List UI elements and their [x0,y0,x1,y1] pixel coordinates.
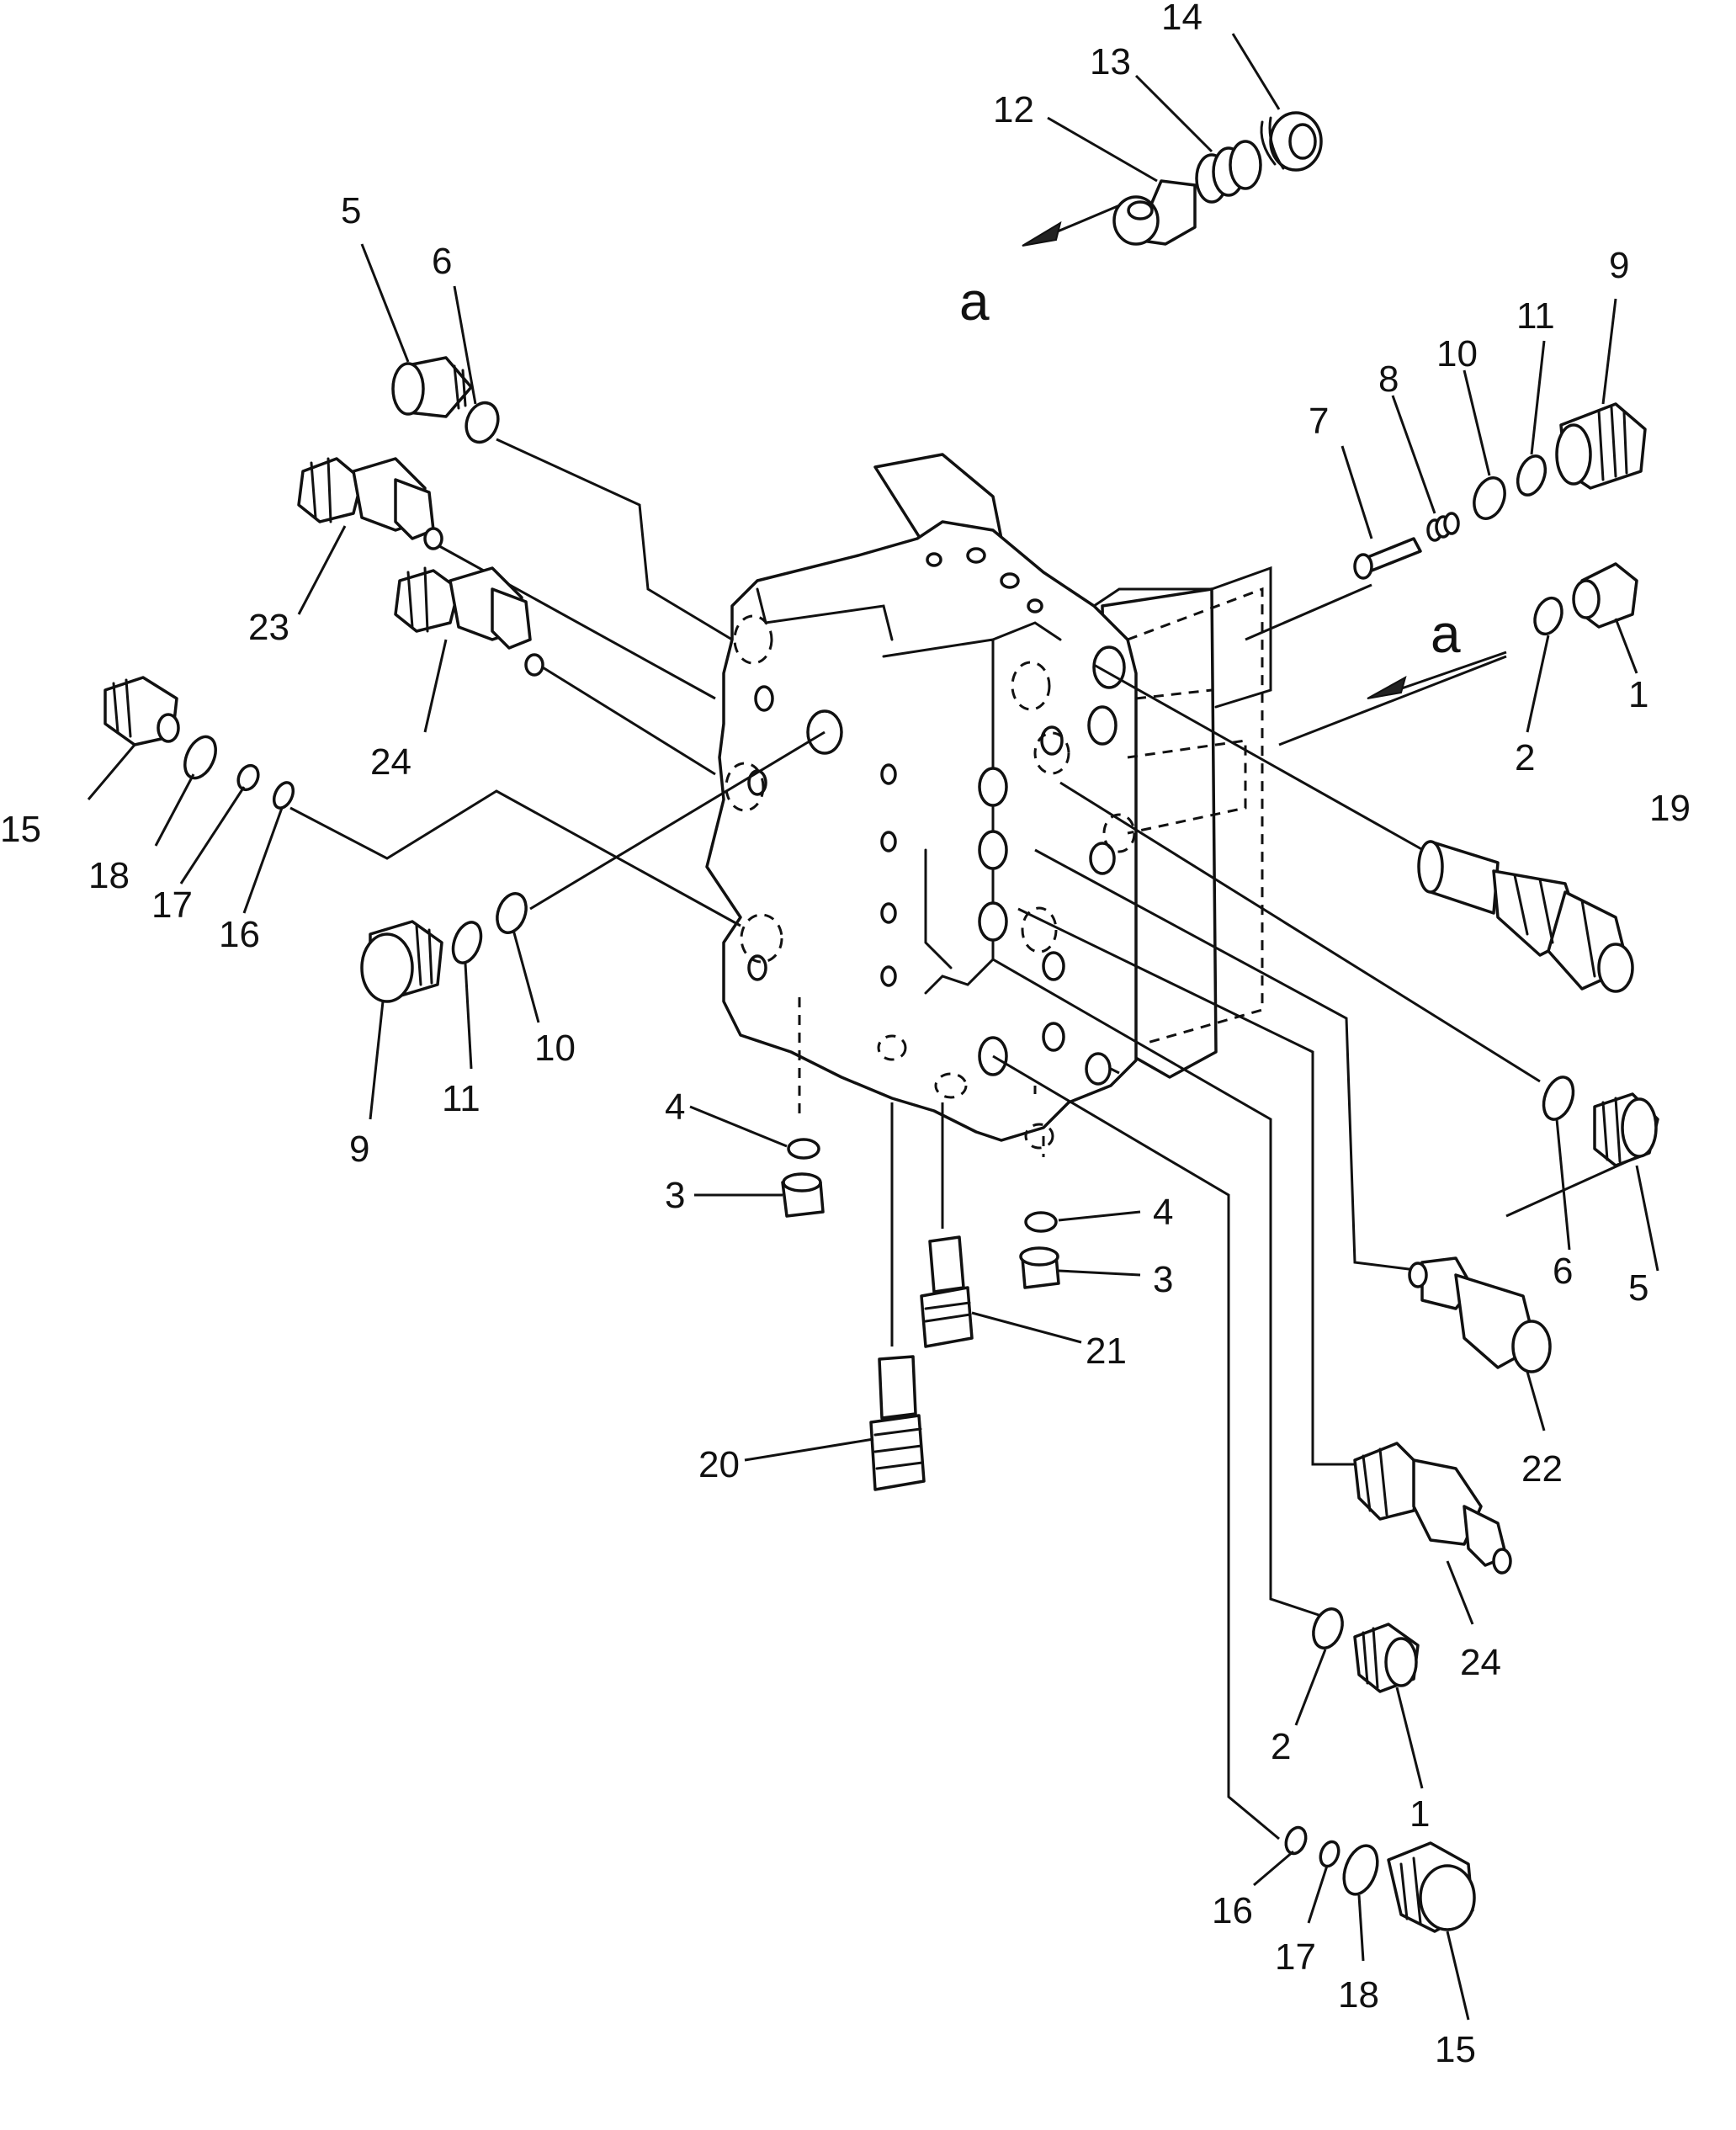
callout-12: 12 [993,89,1034,130]
part-1-plug-bottom [1353,1623,1420,1693]
callout-20: 20 [698,1444,740,1485]
part-15-plug-left [104,676,180,746]
part-4-oring-right [1024,1211,1058,1233]
callout-1-bottom: 1 [1410,1793,1430,1835]
part-11-ring-right [1516,454,1548,497]
callout-18-left: 18 [88,855,130,896]
part-3-plug-left [781,1172,825,1218]
callout-13: 13 [1090,41,1131,82]
part-2-oring-bottom [1312,1607,1344,1649]
callout-3-left: 3 [665,1175,685,1216]
part-14-cap [1260,111,1323,172]
callout-15-left: 15 [0,809,41,850]
part-5-plug-right [1593,1092,1659,1167]
part-24-valve-right [1353,1442,1512,1575]
part-2-oring-right [1533,596,1563,636]
callout-4-left: 4 [665,1086,685,1128]
valve-body [705,453,1272,1150]
part-23-valve [297,457,443,550]
callout-10: 10 [1436,333,1478,374]
callout-19: 19 [1649,788,1691,829]
callout-2-bottom: 2 [1271,1726,1291,1767]
callout-9: 9 [1609,245,1629,286]
callout-21: 21 [1086,1331,1127,1372]
callout-5: 5 [341,190,361,231]
callout-leaders [87,33,1659,2021]
callout-18-bottom: 18 [1338,1974,1379,2016]
callout-17-bottom: 17 [1275,1936,1316,1978]
part-12-piston [1112,179,1197,246]
part-7-pin [1353,537,1422,580]
callout-9-left: 9 [349,1129,369,1170]
part-16-ring-left [272,781,295,810]
callout-labels: 14 13 12 a 5 6 9 11 10 8 7 a 1 2 23 24 1… [0,0,1691,2070]
part-19-valve [1417,840,1634,993]
part-6-oring-right [1542,1076,1575,1121]
part-20-sensor [869,1355,926,1491]
part-1-plug-right [1572,562,1638,629]
part-9-plug-right [1555,402,1647,490]
part-10-oring-left [496,892,528,934]
components [104,111,1659,1933]
callout-10-left: 10 [534,1028,576,1069]
part-4-oring-left [787,1138,820,1160]
callout-14: 14 [1161,0,1202,38]
part-17-ring-bottom [1319,1840,1340,1868]
part-8-spring [1426,512,1460,542]
callout-7: 7 [1309,401,1329,442]
hidden-holes [725,614,1136,1150]
callout-15-bottom: 15 [1435,2029,1476,2070]
callout-6: 6 [432,241,452,282]
part-5-plug [391,356,473,418]
part-13-spring [1195,140,1262,204]
part-21-sensor [920,1235,974,1348]
part-22-valve [1408,1256,1552,1373]
part-17-ring-left [236,763,260,792]
callout-4-right: 4 [1153,1192,1173,1233]
view-arrow-label-top: a [959,271,990,332]
callout-3-right: 3 [1153,1259,1173,1300]
callout-6-right: 6 [1553,1251,1573,1292]
callout-1: 1 [1628,674,1648,715]
part-18-ring-bottom [1342,1844,1379,1896]
part-10-oring-right [1473,476,1506,520]
callout-16-left: 16 [219,914,260,955]
callout-11: 11 [1516,295,1555,337]
callout-8: 8 [1378,359,1399,400]
callout-17-left: 17 [151,884,193,926]
part-6-oring [465,401,500,444]
part-18-ring-left [183,735,217,780]
callout-23: 23 [248,607,289,648]
callout-16-bottom: 16 [1212,1890,1253,1931]
assembly-lines [289,200,1541,1841]
part-15-plug-bottom [1387,1841,1476,1933]
callout-2: 2 [1515,737,1535,778]
part-24-valve-left [394,566,544,677]
part-9-plug-left [360,920,443,1003]
part-3-plug-right [1019,1246,1060,1289]
callout-22: 22 [1521,1448,1563,1490]
part-11-ring-left [451,921,483,964]
callout-5-right: 5 [1628,1267,1648,1309]
callout-24-left: 24 [370,741,411,783]
part-16-ring-bottom [1284,1825,1308,1856]
callout-11-left: 11 [442,1078,480,1119]
port-holes [747,547,1126,1086]
view-arrow-label-right: a [1431,603,1461,664]
callout-24-right: 24 [1460,1642,1501,1683]
